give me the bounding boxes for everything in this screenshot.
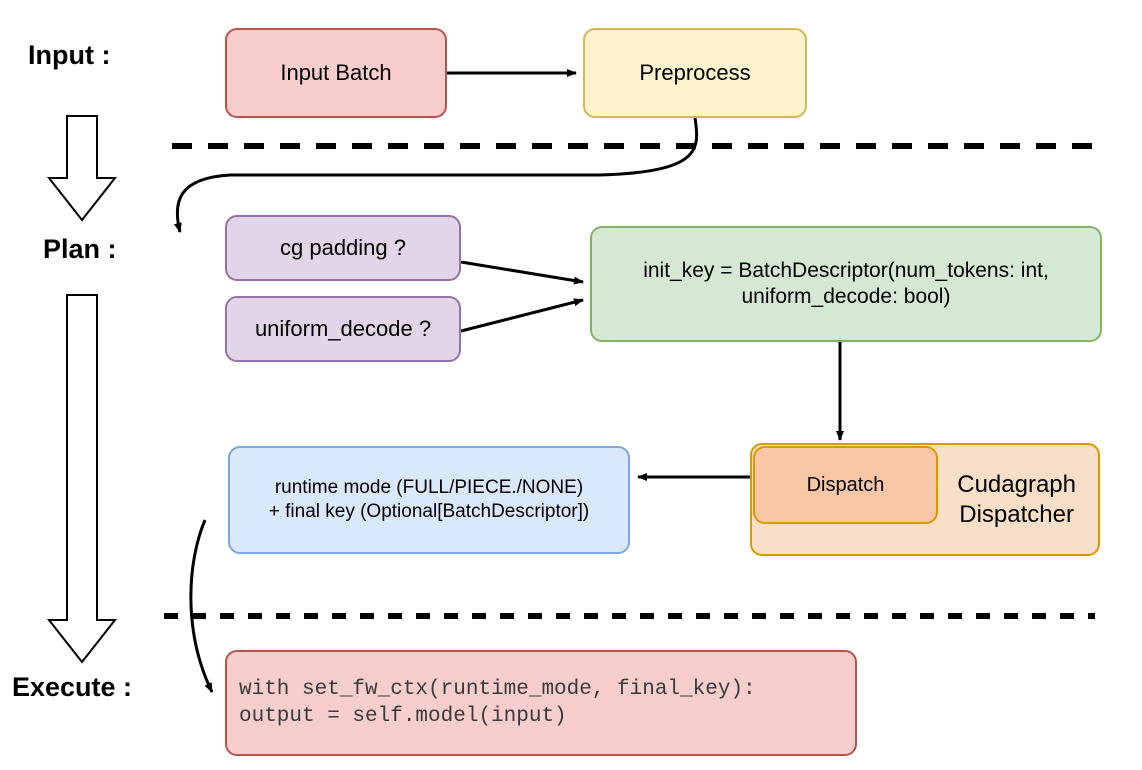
node-cg-padding[interactable]: cg padding ? bbox=[225, 215, 461, 281]
edge-uniform-decode-to-batch-descriptor bbox=[460, 298, 584, 333]
node-preprocess[interactable]: Preprocess bbox=[583, 28, 807, 118]
stage-label-input: Input : bbox=[28, 40, 111, 70]
stage-label-plan: Plan : bbox=[43, 234, 117, 264]
node-runtime-mode[interactable]: runtime mode (FULL/PIECE./NONE) + final … bbox=[228, 446, 630, 554]
stage-label-execute: Execute : bbox=[12, 672, 133, 702]
node-uniform-decode[interactable]: uniform_decode ? bbox=[225, 296, 461, 362]
edge-cg-padding-to-batch-descriptor bbox=[460, 260, 584, 285]
node-batch-descriptor[interactable]: init_key = BatchDescriptor(num_tokens: i… bbox=[590, 226, 1102, 342]
edge-runtime-mode-to-execute-code bbox=[189, 519, 214, 693]
node-execute-code[interactable]: with set_fw_ctx(runtime_mode, final_key)… bbox=[225, 650, 857, 756]
input-to-plan-block-arrow bbox=[46, 115, 118, 222]
node-input-batch[interactable]: Input Batch bbox=[225, 28, 447, 118]
plan-to-execute-block-arrow bbox=[46, 294, 118, 664]
node-dispatch[interactable]: Dispatch bbox=[753, 446, 938, 524]
